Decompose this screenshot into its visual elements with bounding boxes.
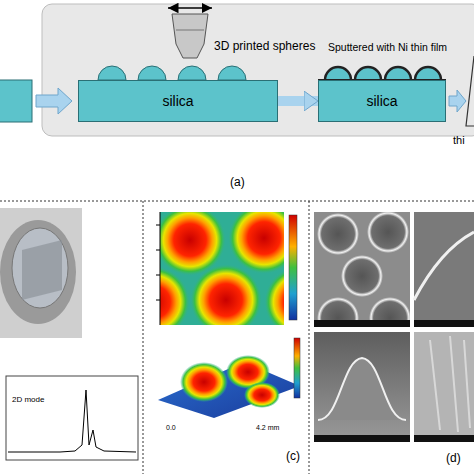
illustration-circle [228,212,284,274]
figure-label: 0.0 [166,424,176,432]
scan-arrow [168,7,212,9]
illustration-path [98,66,126,80]
sem-spheres [317,212,410,327]
box-label: silica [366,93,397,109]
sem-hump [318,358,406,420]
wafer [12,228,68,308]
illustration-line [156,250,160,251]
figure-label: Sputtered with Ni thin film [328,42,447,54]
color-bar [289,215,297,320]
illustration-path [8,390,136,452]
thin-film-sketch [466,56,474,126]
sem-info-bar [314,435,410,442]
illustration-path [385,67,411,80]
surface-bumps [180,355,280,408]
sem-image [314,332,410,442]
sem-texture [430,336,470,432]
illustration-line [156,300,160,301]
illustration-circle [160,266,190,325]
process-box: silica [78,80,278,122]
coated-spheres [318,67,446,80]
illustration-line [156,225,160,226]
objective-ring [176,30,204,31]
sem-info-bar [414,435,474,442]
sem-image [414,212,474,327]
illustration-path [415,67,441,80]
illustration-circle [341,255,383,297]
illustration-ellipse [180,362,228,402]
microscope-objective [172,14,208,58]
height-map-spots [160,212,284,325]
figure-label: (d) [446,452,461,465]
illustration-rect [6,376,138,460]
illustration-ellipse [244,382,280,408]
figure-label: 3D printed spheres [214,40,315,53]
panel-separator [0,201,474,202]
lens-array [22,240,62,300]
block-arrow [449,90,466,112]
process-band [42,4,474,136]
illustration-circle [190,264,262,325]
panel-separator [143,201,144,474]
illustration-circle [264,266,284,325]
illustration-line [160,212,161,325]
illustration-path [325,67,351,80]
axis-ticks [156,212,160,325]
sem-info-bar [314,320,410,327]
block-arrow [36,88,72,114]
figure-label: 2D mode [12,396,44,405]
wafer-photo [0,208,82,338]
illustration-circle [367,212,409,253]
illustration-path [138,66,166,80]
figure-label: (c) [286,450,300,463]
process-box: silica [318,80,446,122]
printed-spheres [98,66,246,80]
box-label: silica [162,93,193,109]
illustration-line [156,275,160,276]
process-arrow [278,96,318,106]
figure-label: (a) [230,176,245,189]
illustration-circle [317,213,359,255]
substrate-block [0,80,32,122]
illustration-path [178,66,206,80]
figure-label: 4.2 mm [256,424,279,432]
sem-info-bar [414,320,474,327]
color-bar [294,338,300,398]
illustration-path [218,66,246,80]
spectrum-plot [6,376,138,460]
sem-image [414,332,474,442]
panel-separator [309,201,310,474]
sem-rim [414,232,474,300]
illustration-path [355,67,381,80]
figure-label: thi [453,134,465,146]
wafer-holder [0,220,76,324]
